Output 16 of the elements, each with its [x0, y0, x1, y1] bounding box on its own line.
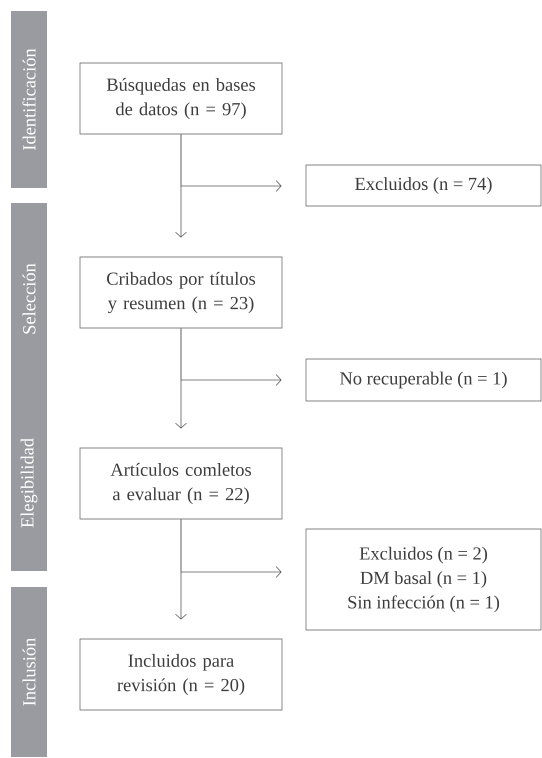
- node-label: Selección: [22, 263, 36, 334]
- stage-band: Identificación: [11, 11, 47, 188]
- exclusion-box: Excluidos (n = 2) DM basal (n = 1) Sin infección (n = 1): [306, 528, 542, 630]
- process-box: Cribados por títulos y resumen (n = 23): [80, 256, 282, 328]
- stage-band: Inclusión: [11, 587, 47, 757]
- stage-band: Selección: [11, 203, 47, 395]
- arrow: [180, 328, 282, 386]
- arrow: [180, 134, 282, 192]
- process-box: Incluidos para revisión (n = 20): [80, 638, 282, 710]
- stage-band: Elegibilidad: [11, 395, 47, 571]
- process-box: Artículos comletos a evaluar (n = 22): [80, 448, 282, 520]
- node-label: Elegibilidad: [20, 438, 38, 528]
- arrow: [180, 518, 282, 578]
- process-box: Búsquedas en bases de datos (n = 97): [80, 62, 282, 134]
- exclusion-box: Excluidos (n = 74): [306, 164, 542, 206]
- exclusion-box: No recuperable (n = 1): [306, 358, 542, 402]
